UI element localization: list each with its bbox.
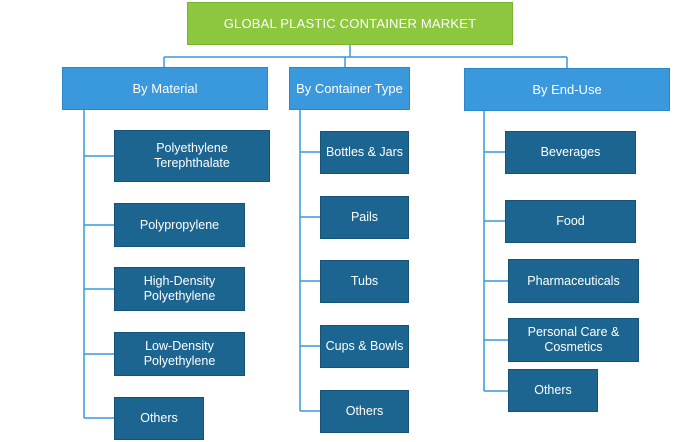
leaf-label: Food bbox=[556, 214, 585, 228]
leaf-pharmaceuticals: Pharmaceuticals bbox=[508, 259, 639, 303]
leaf-bottles-jars: Bottles & Jars bbox=[320, 131, 409, 174]
category-by-container-type: By Container Type bbox=[289, 67, 410, 110]
leaf-label: Low-Density Polyethylene bbox=[143, 339, 216, 368]
category-label: By End-Use bbox=[532, 81, 602, 97]
leaf-food: Food bbox=[505, 200, 636, 243]
leaf-label: High-Density Polyethylene bbox=[143, 274, 216, 303]
leaf-label: Others bbox=[534, 383, 572, 397]
category-label: By Container Type bbox=[296, 80, 403, 96]
leaf-beverages: Beverages bbox=[505, 131, 636, 174]
leaf-end-use-others: Others bbox=[508, 369, 598, 412]
leaf-cups-bowls: Cups & Bowls bbox=[320, 325, 409, 368]
leaf-container-others: Others bbox=[320, 390, 409, 433]
leaf-high-density-polyethylene: High-Density Polyethylene bbox=[114, 267, 245, 311]
root-node: GLOBAL PLASTIC CONTAINER MARKET bbox=[187, 2, 513, 45]
leaf-label: Pails bbox=[350, 210, 379, 224]
category-by-end-use: By End-Use bbox=[464, 68, 670, 111]
leaf-label: Cups & Bowls bbox=[325, 339, 404, 353]
leaf-label: Polyethylene Terephthalate bbox=[154, 141, 230, 170]
leaf-low-density-polyethylene: Low-Density Polyethylene bbox=[114, 332, 245, 376]
leaf-label: Bottles & Jars bbox=[325, 145, 404, 159]
leaf-pails: Pails bbox=[320, 196, 409, 239]
category-label: By Material bbox=[132, 80, 198, 96]
leaf-tubs: Tubs bbox=[320, 260, 409, 303]
leaf-label: Pharmaceuticals bbox=[527, 273, 620, 288]
leaf-label: Beverages bbox=[540, 145, 601, 159]
leaf-label: Others bbox=[140, 411, 178, 425]
root-label: GLOBAL PLASTIC CONTAINER MARKET bbox=[223, 15, 477, 31]
leaf-label: Polypropylene bbox=[139, 217, 220, 232]
leaf-label: Tubs bbox=[350, 274, 379, 288]
leaf-polyethylene-terephthalate: Polyethylene Terephthalate bbox=[114, 130, 270, 182]
leaf-polypropylene: Polypropylene bbox=[114, 203, 245, 247]
leaf-label: Personal Care & Cosmetics bbox=[527, 325, 620, 354]
category-by-material: By Material bbox=[62, 67, 268, 110]
leaf-label: Others bbox=[345, 404, 384, 418]
leaf-personal-care-cosmetics: Personal Care & Cosmetics bbox=[508, 318, 639, 362]
leaf-material-others: Others bbox=[114, 397, 204, 440]
